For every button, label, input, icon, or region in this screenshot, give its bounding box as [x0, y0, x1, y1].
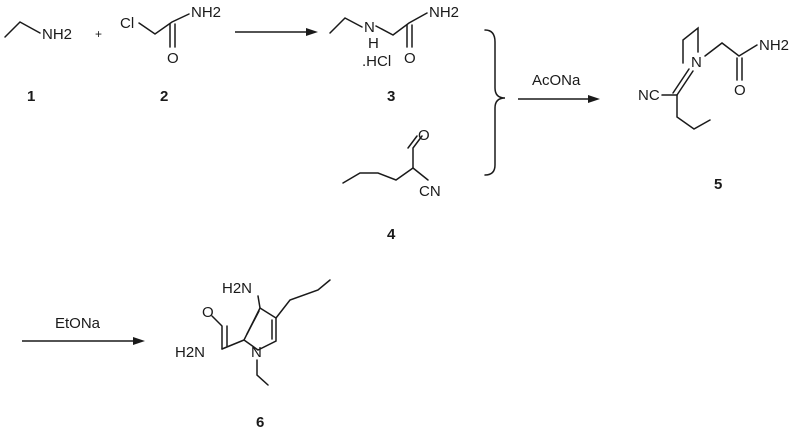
- compound-6-n-label: N: [251, 344, 262, 361]
- compound-4-cn-label: CN: [419, 183, 441, 200]
- compound-4-structure: O CN: [342, 127, 441, 200]
- reaction-arrow-3: [22, 337, 145, 345]
- compound-2-nh2-label: NH2: [191, 4, 221, 21]
- compound-5-nh2-label: NH2: [759, 37, 789, 54]
- plus-sign: +: [95, 27, 102, 41]
- compound-4-o-label: O: [418, 127, 430, 144]
- compound-3-o-label: O: [404, 50, 416, 67]
- compound-3-h-label: H: [368, 35, 379, 52]
- compound-5-structure: N O NH2 NC: [638, 26, 789, 130]
- compound-3-structure: N H O NH2 .HCl: [329, 4, 459, 70]
- compound-1-bonds: [4, 21, 41, 38]
- compound-6-amide-nh2-label: H2N: [175, 344, 205, 361]
- compound-4-number: 4: [387, 226, 396, 243]
- compound-1-nh2-label: NH2: [42, 26, 72, 43]
- compound-6-number: 6: [256, 414, 264, 431]
- reaction-arrow-2: [518, 95, 600, 103]
- compound-2-number: 2: [160, 88, 168, 105]
- compound-3-n-label: N: [364, 19, 375, 36]
- compound-3-nh2-label: NH2: [429, 4, 459, 21]
- reaction-arrow-1: [235, 28, 318, 36]
- compound-6-amino-label: H2N: [222, 280, 252, 297]
- compound-5-number: 5: [714, 176, 722, 193]
- compound-3-number: 3: [387, 88, 395, 105]
- compound-1-number: 1: [27, 88, 35, 105]
- compound-6-o-label: O: [202, 304, 214, 321]
- compound-5-o-label: O: [734, 82, 746, 99]
- compound-4-bonds: [342, 167, 414, 184]
- compound-2-cl-label: Cl: [120, 15, 134, 32]
- compound-2-o-label: O: [167, 50, 179, 67]
- reagent-etona: EtONa: [55, 315, 101, 332]
- compound-5-n-label: N: [691, 54, 702, 71]
- curly-brace: [484, 29, 506, 176]
- compound-2-structure: Cl O NH2: [120, 4, 221, 67]
- compound-5-nc-label: NC: [638, 87, 660, 104]
- compound-5-bonds: [682, 26, 699, 64]
- compound-2-bonds: [138, 13, 190, 35]
- compound-6-structure: H2N O H2N N: [175, 279, 331, 386]
- reagent-acona: AcONa: [532, 72, 581, 89]
- compound-1-structure: NH2: [4, 21, 72, 43]
- compound-3-hcl-label: .HCl: [362, 53, 391, 70]
- compound-3-bonds: [329, 17, 363, 34]
